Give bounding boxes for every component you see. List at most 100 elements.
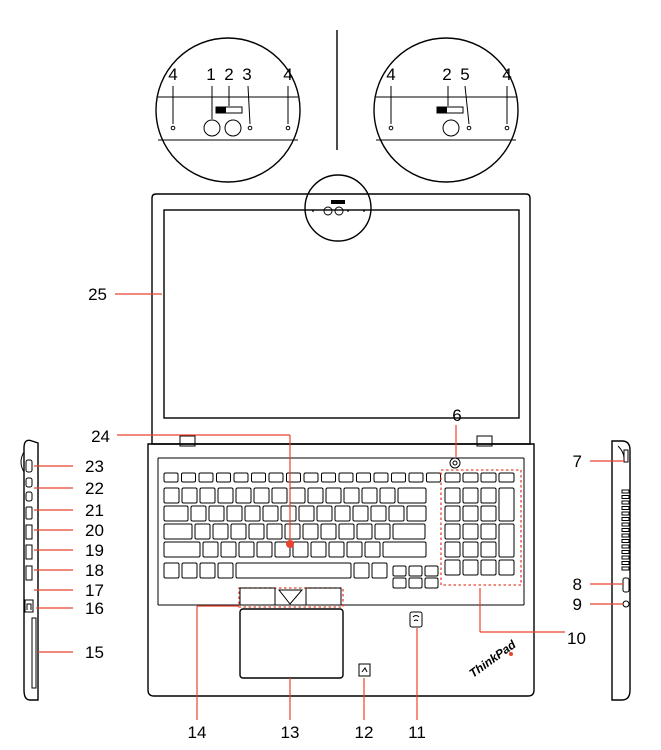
keyboard-key[interactable] xyxy=(408,565,423,577)
keyboard-key[interactable] xyxy=(202,541,219,558)
keyboard-key[interactable] xyxy=(353,562,370,579)
keyboard-key[interactable] xyxy=(217,487,234,504)
keyboard-key[interactable] xyxy=(392,565,407,577)
keyboard-key[interactable] xyxy=(286,472,301,483)
keyboard-key[interactable] xyxy=(356,523,373,540)
keyboard-key[interactable] xyxy=(480,487,497,504)
keyboard-key[interactable] xyxy=(373,472,389,483)
keyboard-key[interactable] xyxy=(444,541,461,558)
left-click-button[interactable] xyxy=(239,587,276,606)
keyboard-key[interactable] xyxy=(328,541,345,558)
keyboard-key[interactable] xyxy=(181,562,198,579)
keyboard-key[interactable] xyxy=(163,523,193,540)
keyboard-key[interactable] xyxy=(256,541,273,558)
keyboard-key[interactable] xyxy=(370,505,387,522)
keyboard-key[interactable] xyxy=(212,523,229,540)
keyboard-key[interactable] xyxy=(220,541,237,558)
keyboard-key[interactable] xyxy=(199,562,216,579)
keyboard-key[interactable] xyxy=(190,505,207,522)
keyboard-key[interactable] xyxy=(480,559,497,576)
keyboard-key[interactable] xyxy=(292,541,309,558)
keyboard-key[interactable] xyxy=(316,505,333,522)
trackpad[interactable] xyxy=(239,608,344,679)
keyboard-key[interactable] xyxy=(444,487,461,504)
fingerprint-reader[interactable] xyxy=(409,611,423,628)
power-button[interactable] xyxy=(449,457,461,469)
keyboard-key[interactable] xyxy=(271,487,288,504)
keyboard-key[interactable] xyxy=(235,487,252,504)
keyboard-key[interactable] xyxy=(194,523,211,540)
keyboard-key[interactable] xyxy=(198,472,214,483)
keyboard-key[interactable] xyxy=(226,505,243,522)
keyboard-key[interactable] xyxy=(163,505,189,522)
keyboard-key[interactable] xyxy=(325,487,342,504)
keyboard-key[interactable] xyxy=(343,487,360,504)
keyboard-key[interactable] xyxy=(424,565,439,577)
keyboard-key[interactable] xyxy=(338,472,354,483)
keyboard-key[interactable] xyxy=(462,472,479,483)
keyboard-key[interactable] xyxy=(253,487,270,504)
keyboard-key[interactable] xyxy=(382,541,427,558)
keyboard-key[interactable] xyxy=(181,487,198,504)
keyboard-key[interactable] xyxy=(266,523,283,540)
keyboard-key[interactable] xyxy=(248,523,265,540)
keyboard-key[interactable] xyxy=(498,523,515,558)
keyboard-key[interactable] xyxy=(480,472,497,483)
keyboard-key[interactable] xyxy=(268,472,284,483)
keyboard-key[interactable] xyxy=(462,505,479,522)
keyboard-key[interactable] xyxy=(303,472,319,483)
keyboard-key[interactable] xyxy=(230,523,247,540)
keyboard-key[interactable] xyxy=(462,541,479,558)
keyboard-key[interactable] xyxy=(216,472,231,483)
keyboard-key[interactable] xyxy=(424,577,439,589)
keyboard-key[interactable] xyxy=(280,505,297,522)
keyboard-key[interactable] xyxy=(338,523,355,540)
keyboard-key[interactable] xyxy=(163,487,180,504)
keyboard-key[interactable] xyxy=(321,472,336,483)
keyboard-key[interactable] xyxy=(307,487,324,504)
keyboard-key[interactable] xyxy=(251,472,266,483)
keyboard-key[interactable] xyxy=(233,472,249,483)
keyboard-key[interactable] xyxy=(480,541,497,558)
right-click-button[interactable] xyxy=(305,587,342,606)
keyboard-key[interactable] xyxy=(374,523,391,540)
keyboard-key[interactable] xyxy=(371,562,388,579)
keyboard-key[interactable] xyxy=(298,505,315,522)
keyboard-key[interactable] xyxy=(444,559,461,576)
keyboard-key[interactable] xyxy=(444,472,461,483)
trackpoint[interactable] xyxy=(286,540,294,548)
keyboard-key[interactable] xyxy=(408,472,424,483)
keyboard-key[interactable] xyxy=(408,577,423,589)
keyboard-key[interactable] xyxy=(361,487,378,504)
keyboard-key[interactable] xyxy=(235,562,352,579)
keyboard-key[interactable] xyxy=(163,472,179,483)
keyboard-key[interactable] xyxy=(462,559,479,576)
keyboard-key[interactable] xyxy=(284,523,301,540)
keyboard-key[interactable] xyxy=(444,523,461,540)
middle-click-button[interactable] xyxy=(277,589,304,605)
keyboard-key[interactable] xyxy=(392,523,426,540)
keyboard-key[interactable] xyxy=(334,505,351,522)
keyboard-key[interactable] xyxy=(444,505,461,522)
keyboard-key[interactable] xyxy=(181,472,196,483)
keyboard-key[interactable] xyxy=(397,487,427,504)
keyboard-key[interactable] xyxy=(199,487,216,504)
keyboard-key[interactable] xyxy=(426,472,441,483)
keyboard-key[interactable] xyxy=(163,562,180,579)
keyboard-key[interactable] xyxy=(462,487,479,504)
keyboard-key[interactable] xyxy=(462,523,479,540)
keyboard-key[interactable] xyxy=(289,487,306,504)
keyboard-key[interactable] xyxy=(498,559,515,576)
keyboard-key[interactable] xyxy=(356,472,371,483)
keyboard-key[interactable] xyxy=(498,472,515,483)
keyboard-key[interactable] xyxy=(274,541,291,558)
keyboard-key[interactable] xyxy=(262,505,279,522)
keyboard-key[interactable] xyxy=(480,505,497,522)
keyboard-key[interactable] xyxy=(498,487,515,522)
keyboard-key[interactable] xyxy=(406,505,427,522)
keyboard-key[interactable] xyxy=(364,541,381,558)
keyboard-key[interactable] xyxy=(346,541,363,558)
keyboard-key[interactable] xyxy=(388,505,405,522)
keyboard-key[interactable] xyxy=(244,505,261,522)
keyboard-key[interactable] xyxy=(208,505,225,522)
